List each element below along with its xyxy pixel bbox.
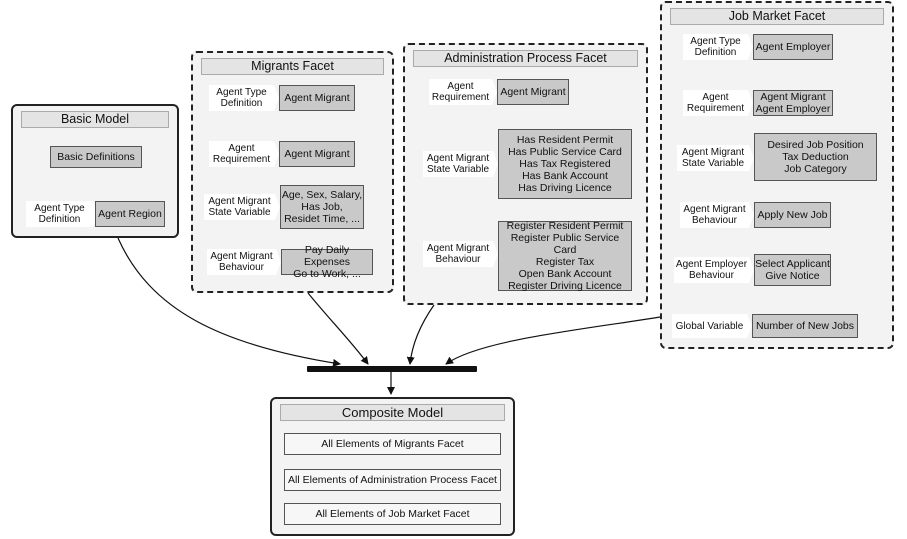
basic-model-title: Basic Model <box>21 111 169 128</box>
migrants-state-tag-wrap: Agent Migrant State Variable <box>204 194 280 220</box>
migrants-req-tag-wrap: Agent Requirement <box>209 141 279 167</box>
migrants-state-tag: Agent Migrant State Variable <box>204 194 280 220</box>
migrants-beh-value: Pay Daily Expenses Go to Work, ... <box>281 244 373 280</box>
job-req-tag: Agent Requirement <box>683 90 753 116</box>
migrants-facet-box: Migrants Facet Agent Type Definition Age… <box>191 51 394 293</box>
job-global-tag-wrap: Global Variable <box>672 314 752 338</box>
basic-type-tag-wrap: Agent Type Definition <box>26 201 98 227</box>
composite-row-job: All Elements of Job Market Facet <box>284 503 501 525</box>
admin-state-value: Has Resident Permit Has Public Service C… <box>498 129 632 199</box>
job-facet-title: Job Market Facet <box>670 8 884 25</box>
join-bar <box>307 366 477 372</box>
job-global-tag: Global Variable <box>672 314 752 338</box>
job-emp-tag: Agent Employer Behaviour <box>674 257 754 283</box>
admin-req-value: Agent Migrant <box>497 79 569 105</box>
migrants-req-value: Agent Migrant <box>279 141 355 167</box>
job-req-tag-wrap: Agent Requirement <box>683 90 753 116</box>
migrants-type-tag-wrap: Agent Type Definition <box>209 85 279 111</box>
job-to-join-arrow <box>445 316 661 365</box>
admin-facet-title: Administration Process Facet <box>413 50 638 67</box>
job-beh-value: Apply New Job <box>754 202 831 228</box>
composite-row-migrants: All Elements of Migrants Facet <box>284 433 501 455</box>
migrants-state-value: Age, Sex, Salary, Has Job, Residet Time,… <box>280 185 364 229</box>
basic-definitions: Basic Definitions <box>50 146 142 168</box>
basic-type-tag: Agent Type Definition <box>26 201 98 227</box>
job-emp-tag-wrap: Agent Employer Behaviour <box>674 257 754 283</box>
admin-req-tag: Agent Requirement <box>429 79 497 105</box>
basic-model-box: Basic Model Basic Definitions Agent Type… <box>11 104 179 238</box>
job-type-value: Agent Employer <box>753 34 833 60</box>
migrants-req-tag: Agent Requirement <box>209 141 279 167</box>
job-state-value: Desired Job Position Tax Deduction Job C… <box>754 133 877 181</box>
admin-req-tag-wrap: Agent Requirement <box>429 79 497 105</box>
job-state-tag-wrap: Agent Migrant State Variable <box>677 145 754 171</box>
job-req-value: Agent Migrant Agent Employer <box>753 90 833 116</box>
migrants-facet-title: Migrants Facet <box>201 58 384 75</box>
migrants-type-value: Agent Migrant <box>279 85 355 111</box>
admin-beh-tag: Agent Migrant Behaviour <box>423 241 498 267</box>
job-beh-tag-wrap: Agent Migrant Behaviour <box>680 202 754 228</box>
job-emp-value: Select Applicant Give Notice <box>754 254 831 286</box>
migrants-beh-tag: Agent Migrant Behaviour <box>207 249 281 275</box>
composite-model-box: Composite Model All Elements of Migrants… <box>270 397 515 536</box>
admin-beh-tag-wrap: Agent Migrant Behaviour <box>423 241 498 267</box>
admin-state-tag: Agent Migrant State Variable <box>423 151 498 177</box>
composite-row-admin: All Elements of Administration Process F… <box>284 469 501 491</box>
basic-agent-region: Agent Region <box>95 201 165 227</box>
job-state-tag: Agent Migrant State Variable <box>677 145 754 171</box>
job-type-tag-wrap: Agent Type Definition <box>683 34 753 60</box>
migrants-to-join-arrow <box>307 292 369 365</box>
job-beh-tag: Agent Migrant Behaviour <box>680 202 754 228</box>
admin-state-tag-wrap: Agent Migrant State Variable <box>423 151 498 177</box>
admin-facet-box: Administration Process Facet Agent Requi… <box>403 43 648 305</box>
job-global-value: Number of New Jobs <box>752 314 858 338</box>
admin-to-join-arrow <box>406 304 435 365</box>
migrants-beh-tag-wrap: Agent Migrant Behaviour <box>207 249 281 275</box>
basic-to-join-arrow <box>117 237 341 367</box>
migrants-type-tag: Agent Type Definition <box>209 85 279 111</box>
job-facet-box: Job Market Facet Agent Type Definition A… <box>660 1 894 349</box>
composite-model-title: Composite Model <box>280 404 505 421</box>
admin-beh-value: Register Resident Permit Register Public… <box>498 220 632 292</box>
job-type-tag: Agent Type Definition <box>683 34 753 60</box>
